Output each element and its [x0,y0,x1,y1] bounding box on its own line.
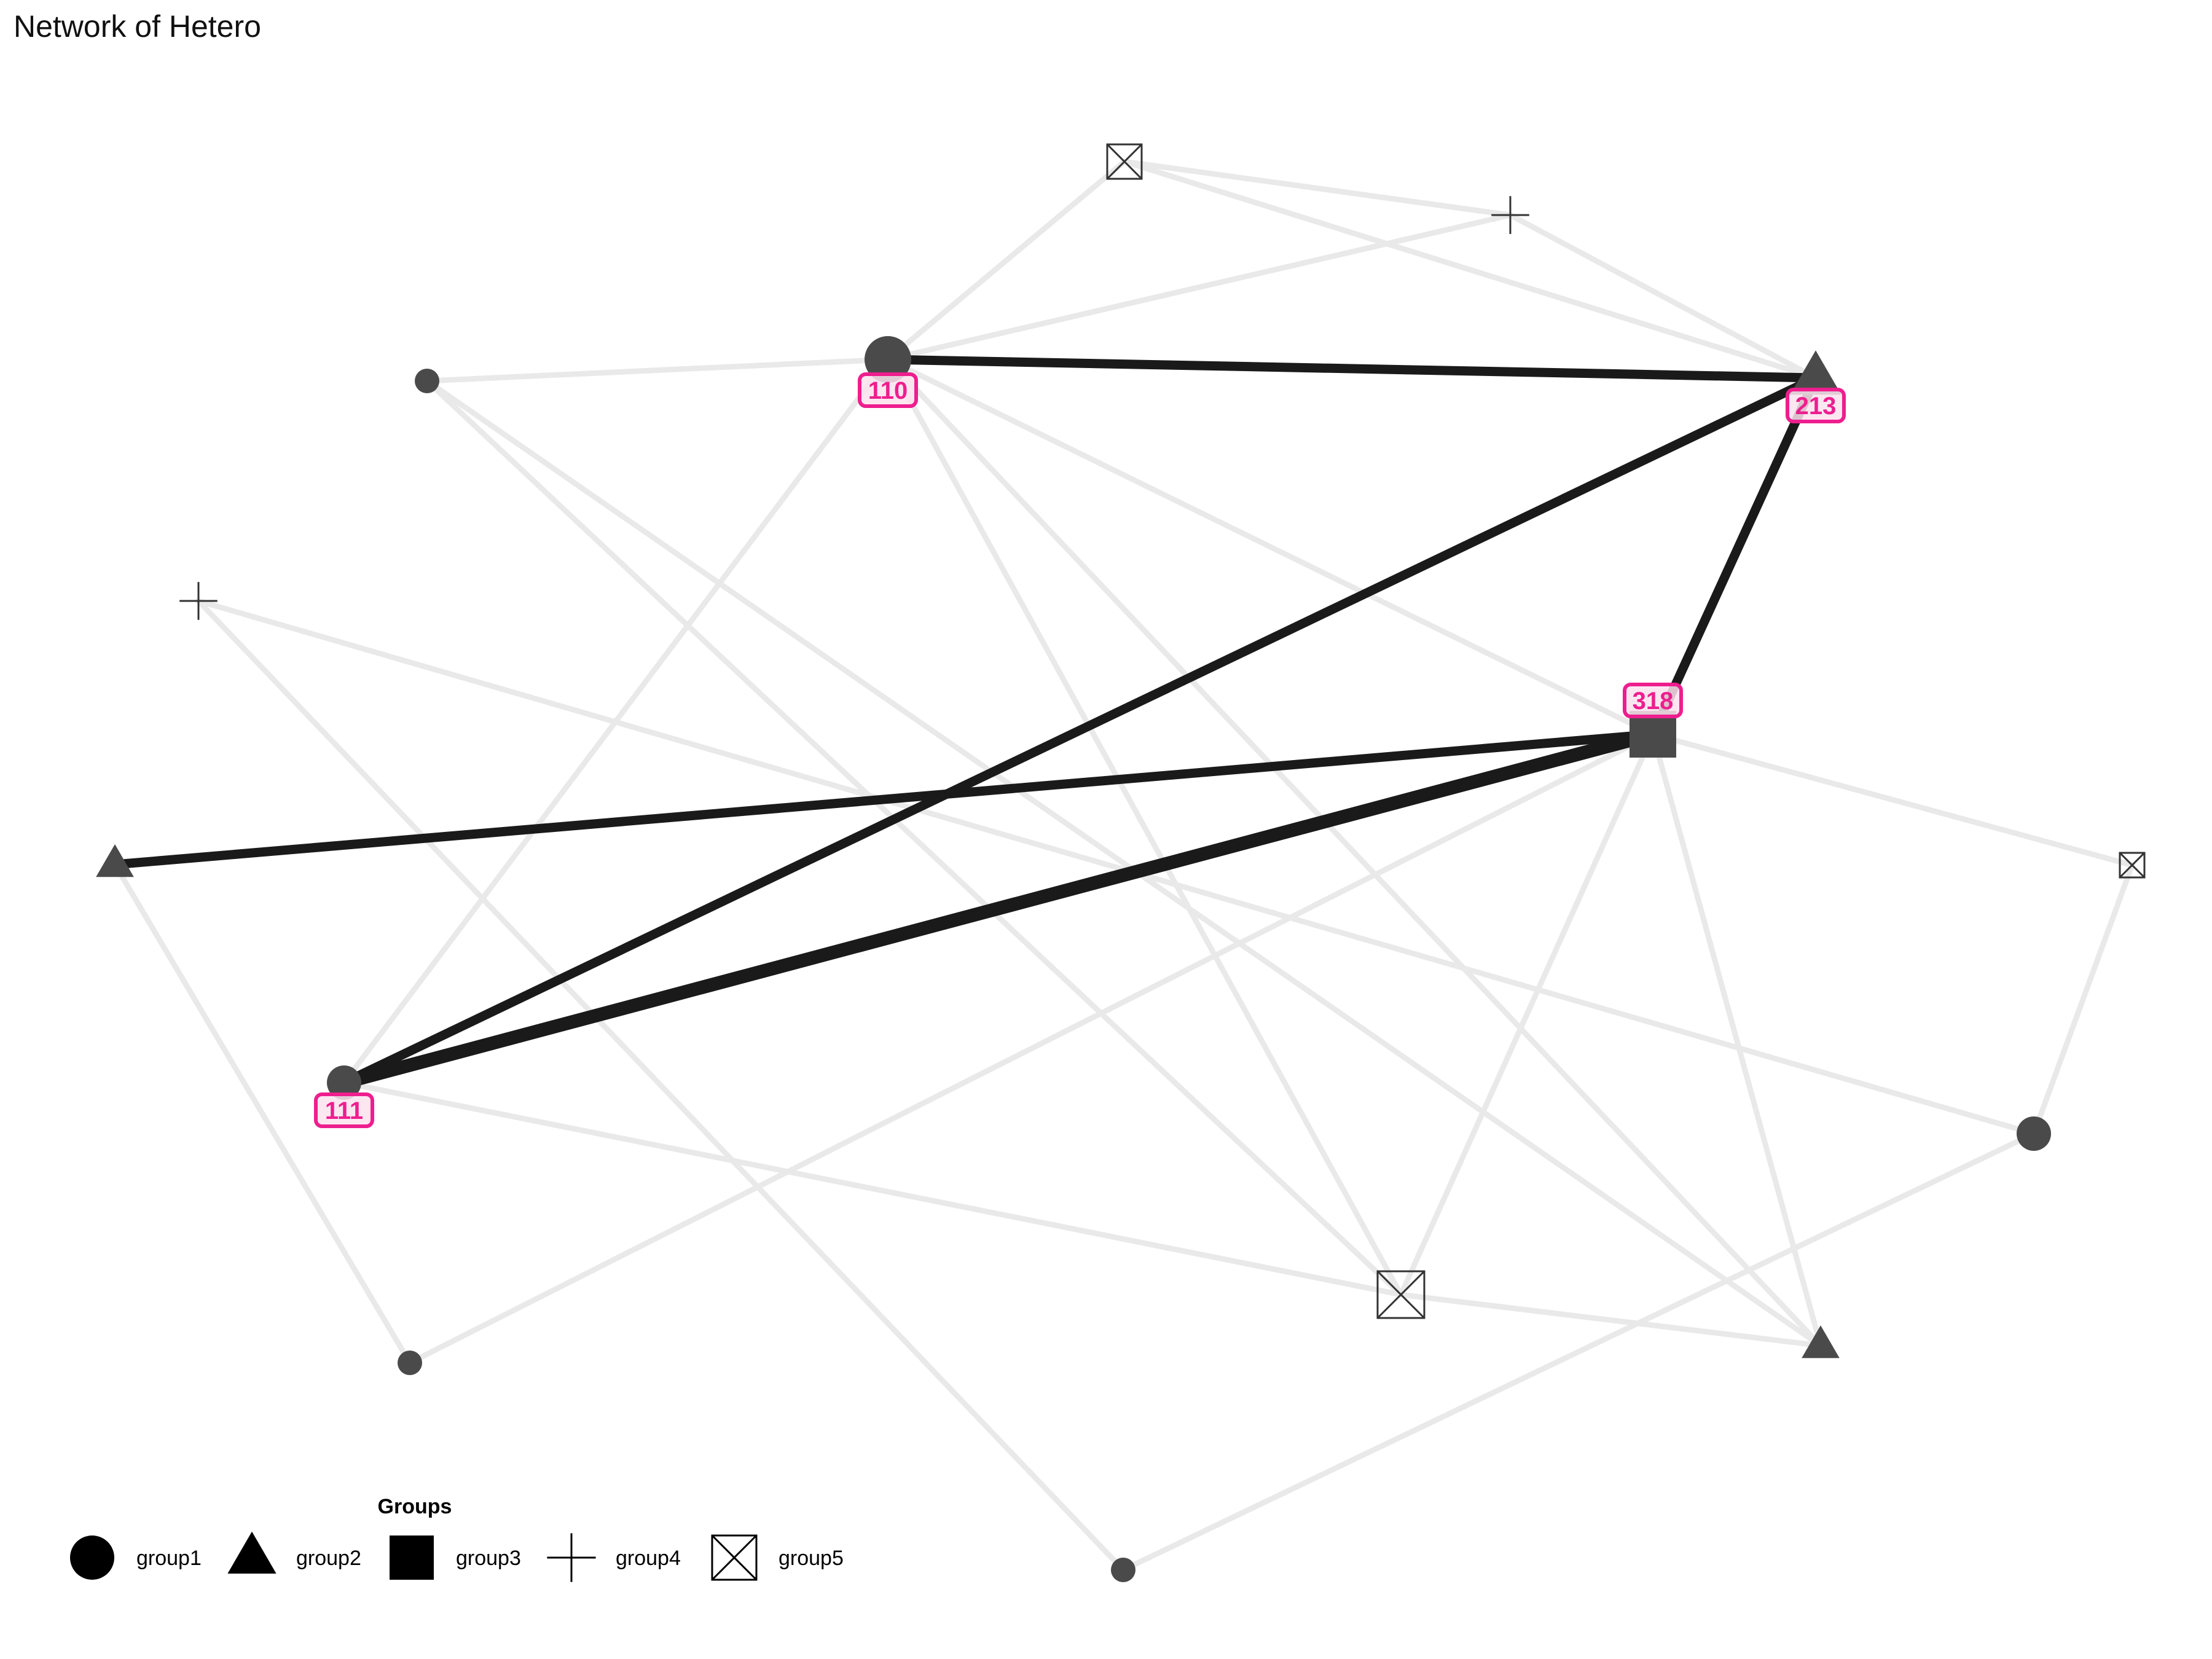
edge-n318-nRightBox [1650,731,2135,868]
node-nRightDot [2017,1116,2051,1151]
node-n111 [327,1065,361,1100]
legend-square-icon [390,1535,434,1580]
edge-nLeftTri-n318 [110,729,1658,869]
edge-nLeftDot-n110 [424,356,891,384]
legend: Groups group1 group2 group3 group4 group5 [70,1495,844,1582]
edge-n318-nLowDot [407,731,1656,1366]
node-nLowDot [398,1351,422,1375]
legend-triangle-icon [227,1531,276,1574]
legend-plus-icon [547,1533,596,1582]
edge-n110-nMidBox [885,356,1404,1298]
legend-label: group1 [136,1547,202,1570]
node-nMidBox [1376,1270,1426,1319]
node-label-213: 213 [1786,388,1846,423]
edge-n111-nMidBox [341,1080,1404,1298]
edge-n318-n213 [1648,373,1821,739]
nodes-layer [96,143,2146,1582]
node-nLowTri [1802,1325,1840,1359]
node-nRightBox [2119,852,2146,879]
node-label-111: 111 [314,1092,374,1128]
edge-nLeftPlus-nBotDot [195,598,1126,1573]
node-n213 [1790,350,1841,395]
labels-layer: 110 213 318 111 [314,372,1846,1128]
legend-label: group5 [779,1547,844,1570]
legend-items: group1 group2 group3 group4 group5 [70,1531,844,1582]
node-label-text: 213 [1795,393,1837,420]
edge-nLeftDot-nLowTri [424,378,1824,1349]
legend-label: group2 [296,1547,361,1570]
edge-n110-nLowTri [885,356,1824,1349]
legend-label: group4 [616,1547,681,1570]
edge-nRightBox-nRightDot [2031,862,2135,1137]
node-label-text: 110 [868,377,908,404]
edge-nTopPlus-n110 [885,212,1513,363]
edge-nLeftTri-nLowDot [112,861,413,1366]
legend-item-group3: group3 [390,1535,521,1580]
node-nTopBox [1106,143,1143,180]
legend-item-group1: group1 [70,1535,202,1580]
legend-circle-icon [70,1535,114,1580]
edge-n110-n213 [883,355,1821,383]
edge-nMidBox-nLowTri [1398,1292,1824,1349]
legend-boxed-x-icon [711,1534,758,1581]
edge-n318-nMidBox [1398,731,1656,1298]
node-nLeftPlus [179,582,218,620]
node-label-110: 110 [858,372,918,408]
legend-item-group2: group2 [227,1531,361,1574]
node-label-318: 318 [1623,683,1683,718]
legend-title: Groups [378,1495,452,1518]
edge-n318-nLowTri [1650,731,1824,1349]
node-nLeftDot [415,369,439,393]
node-label-text: 318 [1633,688,1674,715]
legend-item-group5: group5 [711,1534,844,1581]
edge-nLeftDot-nMidBox [424,378,1404,1298]
edge-n111-n213 [339,373,1821,1088]
node-label-text: 111 [325,1097,363,1124]
edge-nRightDot-nBotDot [1120,1131,2037,1573]
legend-label: group3 [456,1547,521,1570]
edge-n110-n318 [885,356,1656,737]
edge-nLeftPlus-nRightDot [195,598,2037,1137]
node-n110 [865,336,911,383]
edges-layer [110,159,2135,1573]
edge-n111-n318 [337,728,1660,1089]
node-nBotDot [1111,1558,1135,1582]
legend-item-group4: group4 [547,1533,681,1582]
edge-nTopBox-n213 [1121,159,1819,381]
node-nTopPlus [1491,196,1529,234]
node-n318 [1630,711,1676,758]
node-nLeftTri [96,844,134,877]
edge-nTopBox-n110 [885,159,1128,363]
edge-nTopBox-nTopPlus [1121,159,1513,218]
edge-nTopPlus-n213 [1507,212,1819,381]
page-title: Network of Hetero [14,9,261,44]
